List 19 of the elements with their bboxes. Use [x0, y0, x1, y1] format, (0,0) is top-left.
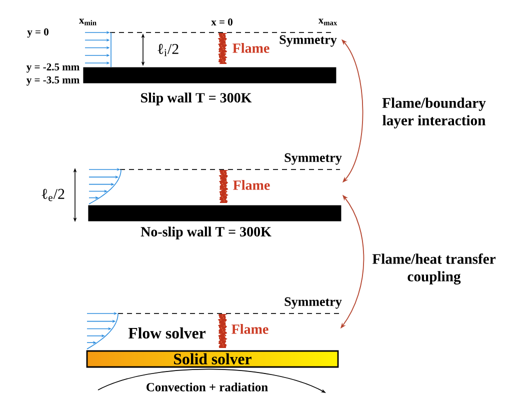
- symmetry-label: Symmetry: [284, 153, 342, 165]
- symmetry-label: Symmetry: [280, 35, 337, 47]
- flame-label: Flame: [232, 324, 268, 334]
- symmetry-label: Symmetry: [284, 297, 342, 309]
- arrow-label: Convection + radiation: [146, 382, 268, 392]
- dimension-label: ℓ$_{i}$/2: [158, 44, 178, 56]
- flame-label: Flame: [233, 180, 270, 190]
- edge-label: Flame/boundary layer interaction: [382, 98, 486, 128]
- coordinate-label: y = -2.5 mm: [26, 63, 80, 73]
- dimension-label: ℓ$_{e}$/2: [42, 188, 64, 202]
- flame-label: Flame: [232, 43, 270, 53]
- region-label: Flow solver: [128, 327, 206, 339]
- coordinate-label: x$_{min}$: [79, 18, 96, 26]
- coordinate-label: y = 0: [27, 28, 48, 38]
- solid-bar: Solid solver: [86, 350, 339, 368]
- wall-label: No-slip wall T = 300K: [140, 226, 272, 240]
- coordinate-label: y = -3.5 mm: [26, 76, 80, 86]
- wall-label: Slip wall T = 300K: [141, 92, 252, 106]
- edge-label: Flame/heat transfer coupling: [372, 253, 496, 284]
